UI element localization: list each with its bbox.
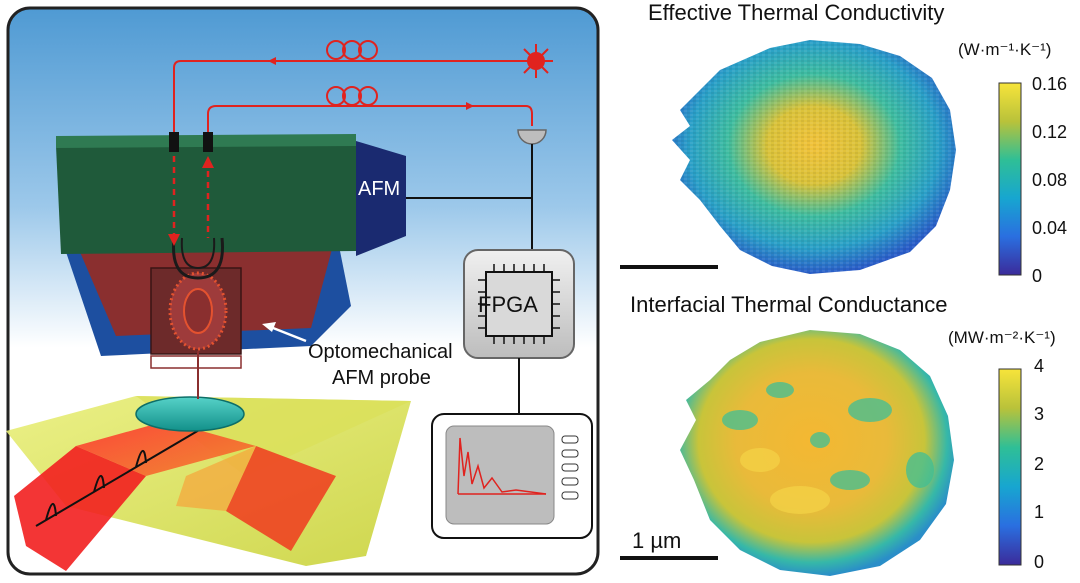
map1-tick: 0.04 [1032,218,1067,239]
schematic-illustration [6,6,600,576]
map1-tick: 0.16 [1032,74,1067,95]
map2-title: Interfacial Thermal Conductance [630,292,948,318]
map2-scale-bar [620,556,718,560]
map1-image [660,30,970,280]
map2-colorbar [998,368,1024,566]
map1-scale-bar [620,265,718,269]
map1-unit: (W·m⁻¹·K⁻¹) [958,40,1051,60]
map1-title: Effective Thermal Conductivity [648,0,944,26]
map2-tick: 1 [1034,502,1044,523]
map2-tick: 3 [1034,404,1044,425]
map2-tick: 4 [1034,356,1044,377]
map1-tick: 0.12 [1032,122,1067,143]
fpga-label: FPGA [478,292,538,318]
probe-label-line1: Optomechanical [308,341,453,364]
schematic-panel: AFM FPGA Optomechanical AFM probe [6,6,600,576]
probe-label-line2: AFM probe [332,367,431,390]
map1-tick: 0 [1032,266,1042,287]
map1-colorbar [998,82,1024,276]
map2-image [670,320,970,582]
map2-tick: 0 [1034,552,1044,573]
laser-source-icon [519,44,553,78]
map2-scale-bar-label: 1 µm [632,528,681,554]
map1-tick: 0.08 [1032,170,1067,191]
map2-tick: 2 [1034,454,1044,475]
monitor-icon [432,414,592,538]
afm-label: AFM [358,178,400,201]
